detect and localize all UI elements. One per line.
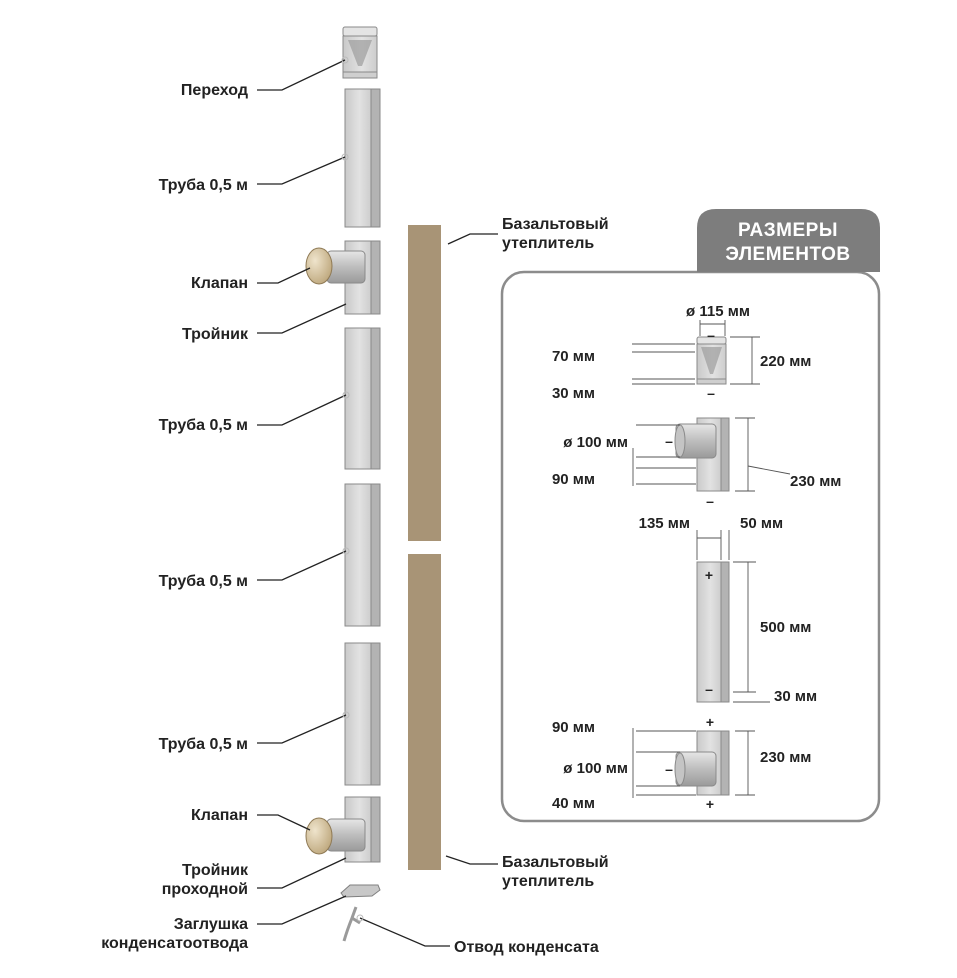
dim-30-bottom: 30 мм — [774, 688, 817, 705]
dim-diameter-100-top: ø 100 мм — [563, 434, 628, 451]
sign-minus-2: – — [707, 385, 715, 401]
panel-dimension-lines-1 — [632, 320, 760, 385]
panel-dimension-lines-4 — [632, 728, 755, 798]
sign-plus-1: + — [705, 567, 713, 583]
dim-diameter-100-bottom: ø 100 мм — [563, 760, 628, 777]
label-basalt-top-line2: утеплитель — [502, 235, 594, 252]
basalt-insulation-top — [408, 225, 441, 541]
dim-135: 135 мм — [639, 515, 690, 532]
sign-plus-3: + — [706, 796, 714, 812]
sign-minus-3: – — [665, 433, 673, 449]
dim-220: 220 мм — [760, 353, 811, 370]
label-transition: Переход — [181, 82, 248, 99]
label-basalt-bottom-line2: утеплитель — [502, 873, 594, 890]
dimensions-badge: РАЗМЕРЫ ЭЛЕМЕНТОВ — [697, 209, 880, 272]
panel-dimension-lines-3 — [696, 530, 770, 703]
label-plug-line2: конденсатоотвода — [101, 935, 248, 952]
label-pipe-1: Труба 0,5 м — [159, 177, 248, 194]
label-basalt-bottom-line1: Базальтовый — [502, 854, 609, 871]
pipe-section-4 — [344, 642, 381, 786]
sign-plus-2: + — [706, 714, 714, 730]
label-passage-tee-line2: проходной — [162, 881, 248, 898]
sign-minus-1: – — [707, 327, 715, 343]
valve-knob-2 — [305, 817, 333, 855]
valve-knob-1 — [305, 247, 333, 285]
label-basalt-top-line1: Базальтовый — [502, 216, 609, 233]
label-tee: Тройник — [182, 326, 249, 343]
transition-element — [342, 26, 378, 79]
pipe-section-3 — [344, 483, 381, 627]
label-condensate-drain: Отвод конденсата — [454, 939, 599, 956]
badge-title-line2: ЭЛЕМЕНТОВ — [725, 244, 850, 265]
condensate-drain — [342, 906, 361, 942]
tee-element-1 — [326, 240, 381, 315]
label-plug-line1: Заглушка — [174, 916, 248, 933]
dim-230-top: 230 мм — [790, 473, 841, 490]
dim-40: 40 мм — [552, 795, 595, 812]
label-pipe-3: Труба 0,5 м — [159, 573, 248, 590]
dim-50: 50 мм — [740, 515, 783, 532]
dim-30-top: 30 мм — [552, 385, 595, 402]
dim-500: 500 мм — [760, 619, 811, 636]
sign-minus-6: – — [665, 761, 673, 777]
dim-90-bottom: 90 мм — [552, 719, 595, 736]
pipe-section-2 — [344, 327, 381, 470]
panel-dimension-lines-2 — [632, 417, 791, 492]
panel-transition — [696, 336, 727, 385]
panel-tee-bottom — [674, 730, 730, 796]
sign-minus-4: – — [706, 493, 714, 509]
label-valve-2: Клапан — [191, 807, 248, 824]
condensate-plug — [340, 884, 381, 898]
pipe-section-1 — [344, 88, 381, 228]
leader-lines — [257, 56, 498, 947]
sign-minus-5: – — [705, 681, 713, 697]
dim-230-bottom: 230 мм — [760, 749, 811, 766]
tee-element-2 — [326, 796, 381, 863]
label-pipe-4: Труба 0,5 м — [159, 736, 248, 753]
label-valve-1: Клапан — [191, 275, 248, 292]
dim-diameter-115: ø 115 мм — [686, 303, 750, 320]
dimensions-panel — [500, 270, 881, 823]
dim-90-top: 90 мм — [552, 471, 595, 488]
dim-70: 70 мм — [552, 348, 595, 365]
panel-tee-top — [674, 417, 730, 492]
panel-pipe — [696, 561, 730, 703]
label-pipe-2: Труба 0,5 м — [159, 417, 248, 434]
badge-title-line1: РАЗМЕРЫ — [738, 220, 838, 241]
label-passage-tee-line1: Тройник — [182, 862, 249, 879]
basalt-insulation-bottom — [408, 554, 441, 870]
